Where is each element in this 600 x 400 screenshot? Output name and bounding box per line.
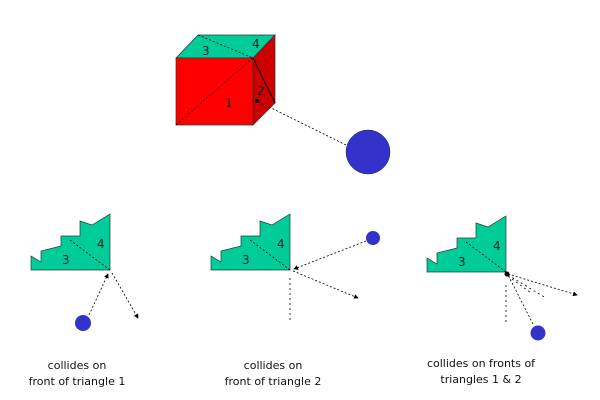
caption-line-2: front of triangle 2 [224,375,322,388]
cube-front-face [175,57,254,126]
panel-1: 3 4 [30,213,139,331]
side-diagonal [252,57,276,104]
ball [75,315,91,331]
panel-2: 3 4 [210,213,380,320]
face-label-3: 3 [202,44,210,58]
outgoing-trajectory [292,270,359,299]
triangle-divider [465,241,507,273]
incoming-trajectory [293,240,367,270]
triangle-divider [69,239,111,271]
sphere [345,129,391,175]
front-diagonal [175,57,254,126]
triangle-divider [249,239,291,271]
caption-panel-2: collides on front of triangle 2 [173,358,373,390]
reflection-line-2 [507,275,532,294]
caption-line-1: collides on [243,359,303,372]
outgoing-trajectory [507,273,578,297]
stair-triangles [30,213,111,271]
ball [530,325,546,341]
top-diagonal [197,34,254,59]
triangle-label-4: 4 [277,237,285,251]
incoming-trajectory [507,274,534,325]
panel-3: 3 4 [426,215,578,341]
contact-point [255,99,259,103]
triangle-label-3: 3 [458,255,466,269]
caption-line-1: collides on fronts of [426,357,536,370]
reflection-line-1 [507,274,547,299]
triangle-label-4: 4 [493,239,501,253]
triangle-label-3: 3 [62,253,70,267]
stair-triangles [210,213,291,271]
face-label-4: 4 [252,37,260,51]
caption-panel-3: collides on fronts of triangles 1 & 2 [381,356,581,388]
triangle-label-3: 3 [242,253,250,267]
trajectory [258,101,347,146]
incoming-trajectory [88,273,109,316]
ball [366,231,380,245]
face-label-1: 1 [225,96,233,110]
triangle-label-4: 4 [97,237,105,251]
caption-line-1: collides on [47,359,107,372]
stair-triangles [426,215,507,273]
face-label-2: 2 [257,84,265,98]
caption-line-2: front of triangle 1 [28,375,126,388]
caption-panel-1: collides on front of triangle 1 [0,358,177,390]
cube: 3 4 2 1 [175,34,391,175]
outgoing-trajectory [111,272,139,319]
caption-line-2: triangles 1 & 2 [440,373,522,386]
